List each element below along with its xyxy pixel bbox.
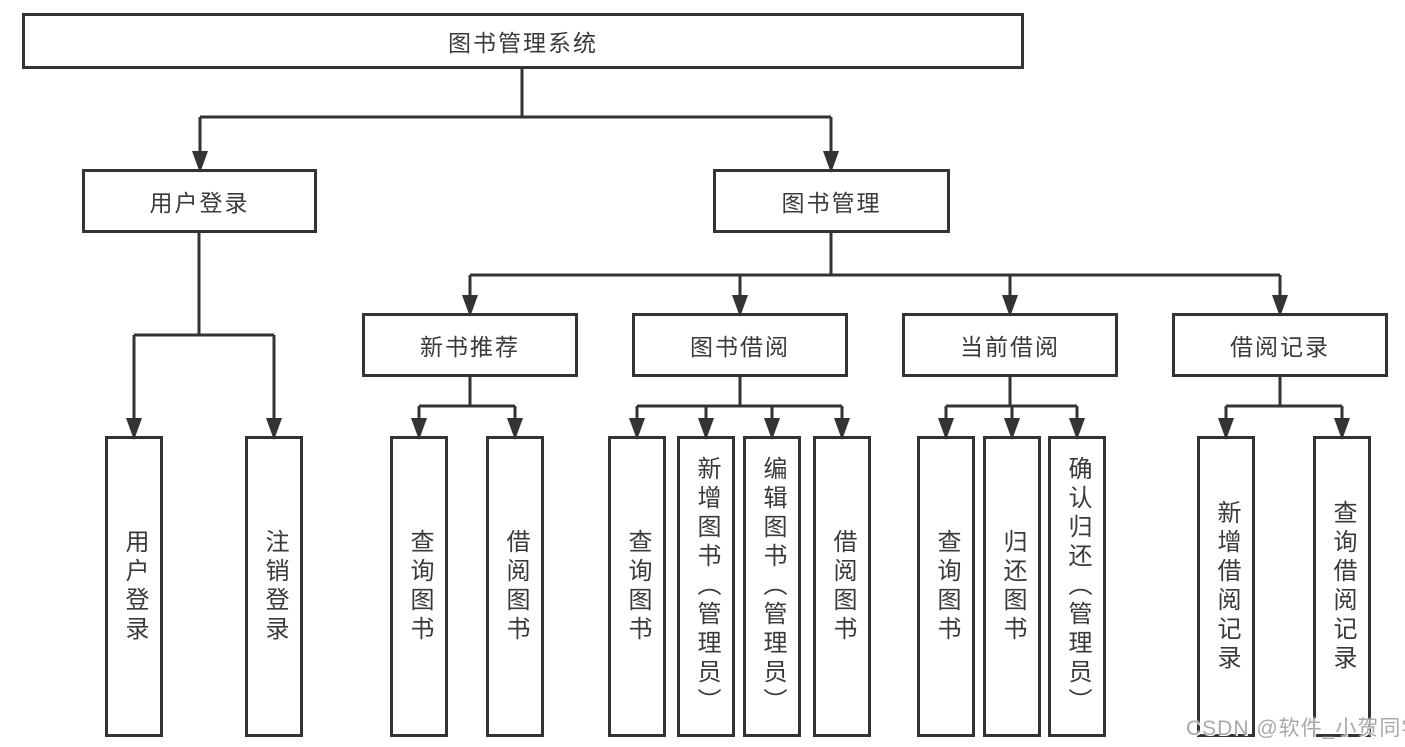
node-borrowing-records: 借阅记录 [1172, 313, 1388, 377]
leaf-borrowing-edit-books-admin: 编辑图书（管理员） [743, 436, 801, 737]
leaf-current-return-books: 归还图书 [983, 436, 1041, 737]
node-user-login-group: 用户登录 [82, 169, 317, 233]
leaf-borrowing-query-books: 查询图书 [608, 436, 666, 737]
leaf-records-query-record: 查询借阅记录 [1313, 436, 1371, 737]
node-book-management: 图书管理 [713, 169, 950, 233]
leaf-newbook-borrow-books: 借阅图书 [486, 436, 544, 737]
leaf-current-confirm-return-admin: 确认归还（管理员） [1048, 436, 1106, 737]
leaf-current-query-books: 查询图书 [917, 436, 975, 737]
leaf-borrowing-borrow-books: 借阅图书 [813, 436, 871, 737]
leaf-user-login: 用户登录 [105, 436, 163, 737]
node-book-borrowing: 图书借阅 [632, 313, 848, 377]
node-new-book-recommendation: 新书推荐 [362, 313, 578, 377]
leaf-newbook-query-books: 查询图书 [390, 436, 448, 737]
leaf-logout: 注销登录 [245, 436, 303, 737]
node-current-borrowing: 当前借阅 [902, 313, 1118, 377]
leaf-records-add-record: 新增借阅记录 [1197, 436, 1255, 737]
leaf-borrowing-add-books-admin: 新增图书（管理员） [677, 436, 735, 737]
node-library-management-system: 图书管理系统 [22, 13, 1024, 69]
csdn-watermark: CSDN @软件_小贺同学 [1186, 717, 1405, 740]
